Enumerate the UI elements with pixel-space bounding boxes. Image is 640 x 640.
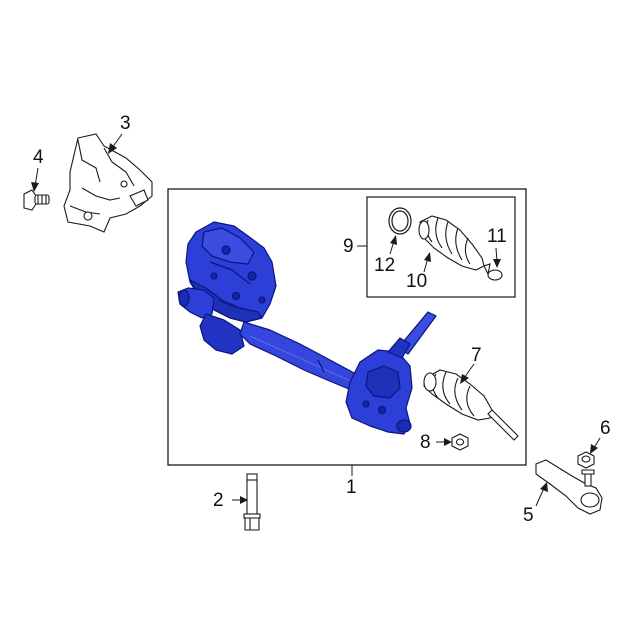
- bellows-boot-7: [423, 369, 519, 441]
- callout-1: 1: [346, 477, 357, 498]
- boot-clamp-11: [483, 263, 503, 281]
- boot-clamp-ring: [388, 207, 412, 235]
- leader-7: [463, 363, 475, 379]
- outer-tie-rod-end: [535, 459, 603, 515]
- arrowhead-11: [493, 259, 501, 268]
- callout-12: 12: [374, 255, 396, 276]
- callout-6: 6: [600, 418, 611, 439]
- steering-gear-housing: [177, 221, 437, 435]
- callout-4: 4: [33, 147, 44, 168]
- assembly-frame-box: [167, 188, 527, 466]
- boot-kit-frame-box: [366, 196, 516, 298]
- arrowhead-8: [444, 438, 452, 446]
- heat-shield: [63, 133, 153, 233]
- arrowhead-7: [460, 374, 469, 384]
- callout-2: 2: [213, 490, 224, 511]
- bellows-boot-10: [418, 215, 485, 271]
- tie-rod-nut: [577, 451, 595, 469]
- arrowhead-5: [540, 482, 548, 492]
- callout-8: 8: [420, 432, 431, 453]
- mounting-bolt: [243, 473, 261, 531]
- callout-3: 3: [120, 113, 131, 134]
- heat-shield-bolt: [23, 189, 50, 211]
- arrowhead-12: [390, 235, 397, 245]
- arrowhead-6: [590, 444, 598, 454]
- nut-8: [451, 433, 469, 451]
- callout-7: 7: [471, 345, 482, 366]
- arrowhead-10: [424, 252, 431, 262]
- callout-9: 9: [343, 236, 354, 257]
- arrowhead-3: [108, 143, 117, 154]
- callout-5: 5: [523, 505, 534, 526]
- arrowhead-4: [31, 182, 39, 192]
- callout-11: 11: [487, 226, 507, 247]
- callout-10: 10: [406, 271, 428, 292]
- leader-5: [535, 487, 545, 507]
- arrowhead-2: [240, 496, 248, 504]
